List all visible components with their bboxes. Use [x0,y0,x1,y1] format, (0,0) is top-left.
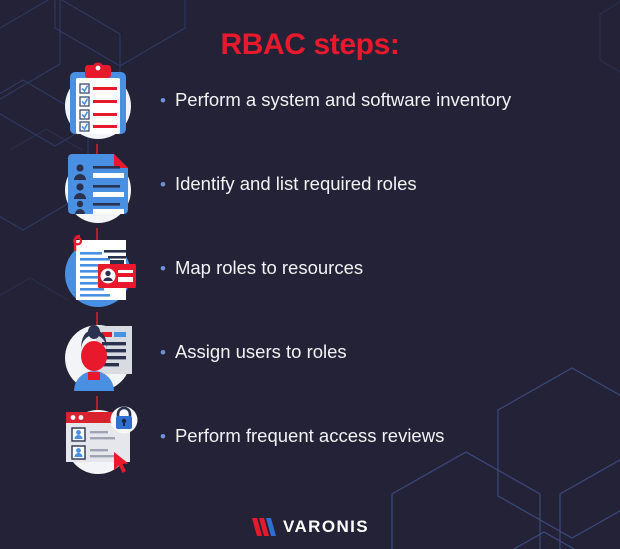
access-review-lock-icon [52,396,144,480]
step-item-5: • Perform frequent access reviews [0,396,620,480]
clipboard-checklist-icon [52,60,144,144]
step-label-1: Perform a system and software inventory [174,89,512,110]
bullet-icon: • [160,427,166,446]
step-item-3: • Map roles to resources [0,228,620,312]
step-label-2: Identify and list required roles [174,173,417,194]
step-text-row-2: • Identify and list required roles [160,173,417,194]
step-label-4: Assign users to roles [174,341,347,362]
step-text-row-5: • Perform frequent access reviews [160,425,445,446]
bullet-icon: • [160,343,166,362]
varonis-slashes-icon [252,518,276,536]
id-badge-document-icon [52,228,144,312]
step-text-row-4: • Assign users to roles [160,341,347,362]
bullet-icon: • [160,91,166,110]
varonis-logo: VARONIS [0,517,620,537]
step-item-4: • Assign users to roles [0,312,620,396]
step-text-row-3: • Map roles to resources [160,257,364,278]
step-item-2: • Identify and list required roles [0,144,620,228]
user-profile-card-icon [52,312,144,396]
step-item-1: • Perform a system and software inventor… [0,60,620,144]
step-text-row-1: • Perform a system and software inventor… [160,89,512,110]
step-label-3: Map roles to resources [174,257,364,278]
page-title: RBAC steps: [220,28,400,61]
roles-document-icon [52,144,144,228]
bullet-icon: • [160,259,166,278]
bullet-icon: • [160,175,166,194]
step-label-5: Perform frequent access reviews [174,425,445,446]
varonis-wordmark: VARONIS [283,517,369,536]
steps-list: • Perform a system and software inventor… [0,60,620,500]
